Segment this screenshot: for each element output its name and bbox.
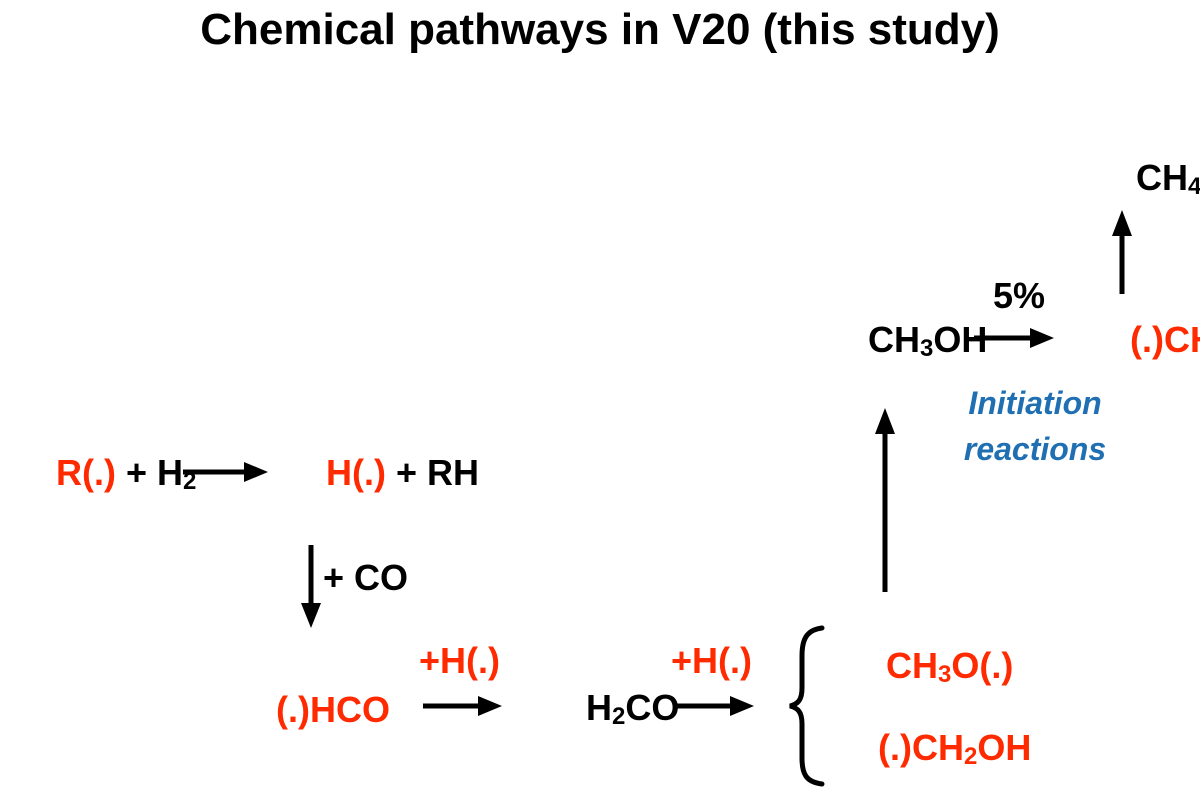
ch3oh-ch: CH [868,319,920,360]
branch-brace [789,625,825,787]
arrow-methyl-to-methane [1112,210,1132,294]
yield-label: 5% [993,275,1045,316]
arrow-hco-to-h2co [423,696,502,716]
row1-reactants: R(.) + H2 [6,452,226,497]
arrow-branches-to-methanol [875,408,895,592]
h2co-h: H [586,687,612,728]
plus-rh-label: + RH [386,452,479,493]
h-radical: H(.) [326,452,386,493]
h2co-subscript: 2 [612,703,625,730]
hco-radical: (.)HCO [276,689,390,730]
ch2oh-subscript: 2 [964,743,977,770]
ch3-ch: (.)CH [1130,319,1200,360]
arrow-methanol-to-methyl [974,328,1054,348]
arrow-r-to-h [183,462,268,482]
formaldehyde: H2CO [536,687,709,730]
ch3o-subscript: 3 [938,661,951,688]
methoxy-radical: CH3O(.) [836,645,1043,688]
h2co-rest: CO [625,687,679,728]
ch4-ch: CH [1136,157,1188,198]
diagram-title: Chemical pathways in V20 (this study) [200,5,1000,54]
hydroxymethyl-radical: (.)CH2OH [828,727,1061,770]
add-h-label-1: +H(.) [419,640,500,681]
ch4-subscript: 4 [1188,173,1200,200]
arrow-h2co-to-branches [675,696,754,716]
ch3o-ch: CH [886,645,938,686]
add-h-label-2: +H(.) [671,640,752,681]
initiation-note-line1: Initiation [968,385,1101,421]
methane: CH4 [1086,157,1200,202]
methyl-radical: (.)CH3 [1080,319,1200,364]
plus-co-label: + CO [323,557,408,598]
ch3o-rest: O(.) [951,645,1013,686]
ch2oh-ch: (.)CH [878,727,964,768]
h2-subscript: 2 [183,468,196,495]
initiation-note-line2: reactions [964,431,1106,467]
row1-products: H(.) + RH [276,452,509,493]
ch3oh-subscript: 3 [920,335,933,362]
ch2oh-rest: OH [977,727,1031,768]
plus-h2-label: + H [116,452,183,493]
arrow-h-to-hco [301,545,321,628]
r-radical: R(.) [56,452,116,493]
